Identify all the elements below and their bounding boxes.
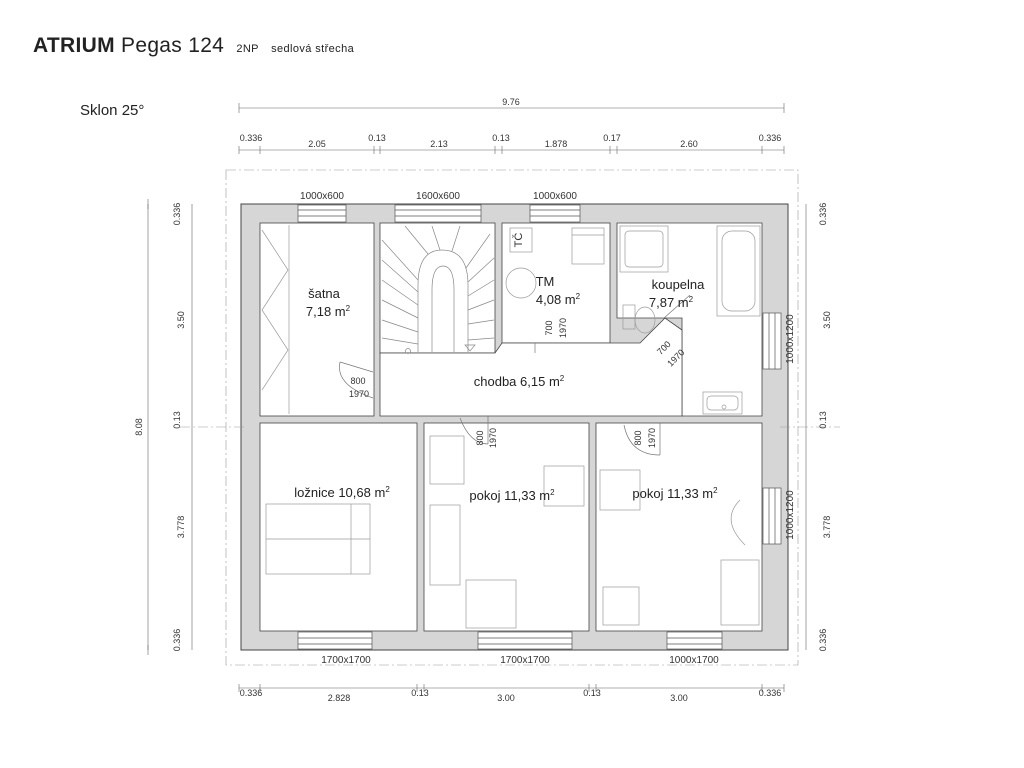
window-top-3 <box>529 204 581 223</box>
dim-right: 0.13 <box>818 411 828 429</box>
dim-right: 0.336 <box>818 203 828 226</box>
door-height-pokoj-2: 1970 <box>647 428 657 448</box>
dim-left: 0.13 <box>172 411 182 429</box>
heat-pump-label: TČ <box>512 233 525 248</box>
dim-bottom: 3.00 <box>497 693 515 703</box>
room-label-chodba: chodba 6,15 m2 <box>474 374 565 389</box>
window-label-bottom-3: 1000x1700 <box>669 655 719 666</box>
model-name: Pegas 124 <box>121 34 225 57</box>
floor-label: 2NP <box>236 43 259 55</box>
dim-top: 0.17 <box>603 133 621 143</box>
dim-top: 0.336 <box>759 133 782 143</box>
door-height-tm: 1970 <box>558 318 568 338</box>
door-height-satna: 1970 <box>349 389 369 399</box>
dim-right: 0.336 <box>818 629 828 652</box>
room-labels: šatna 7,18 m2 TM 4,08 m2 koupelna 7,87 m… <box>294 274 718 503</box>
dim-left: 3.50 <box>176 311 186 329</box>
door-swings <box>339 294 691 456</box>
dim-left: 0.336 <box>172 203 182 226</box>
dim-top: 0.13 <box>492 133 510 143</box>
staircase <box>381 225 495 354</box>
window-label-top-2: 1600x600 <box>416 191 460 202</box>
room-label-loznice: ložnice 10,68 m2 <box>294 485 390 500</box>
plan-title: ATRIUM Pegas 124 2NP sedlová střecha <box>33 34 354 58</box>
door-width-tm: 700 <box>544 320 554 335</box>
room-name-koupelna: koupelna <box>652 277 706 292</box>
dim-bottom: 0.336 <box>759 688 782 698</box>
dim-right: 3.778 <box>822 516 832 539</box>
dim-top: 0.336 <box>240 133 263 143</box>
room-label-pokoj-1: pokoj 11,33 m2 <box>469 488 555 503</box>
dimension-lines <box>147 103 840 692</box>
dim-bottom: 0.336 <box>240 688 263 698</box>
room-label-pokoj-2: pokoj 11,33 m2 <box>632 486 718 501</box>
window-labels: 1000x600 1600x600 1000x600 1700x1700 170… <box>300 191 796 666</box>
room-area-tm: 4,08 m2 <box>536 292 581 307</box>
roof-slope-label: Sklon 25° <box>80 102 145 119</box>
window-label-top-3: 1000x600 <box>533 191 577 202</box>
dim-right: 3.50 <box>822 311 832 329</box>
door-width-satna: 800 <box>350 376 365 386</box>
room-name-satna: šatna <box>308 286 341 301</box>
window-label-right-2: 1000x1200 <box>785 490 796 540</box>
roof-label: sedlová střecha <box>271 43 355 55</box>
dim-left: 3.778 <box>176 516 186 539</box>
furniture <box>261 225 761 629</box>
door-height-pokoj-1: 1970 <box>488 428 498 448</box>
door-width-pokoj-1: 800 <box>475 430 485 445</box>
dim-left-total: 8.08 <box>134 418 144 436</box>
window-right-2 <box>762 487 782 545</box>
room-area-koupelna: 7,87 m2 <box>649 295 694 310</box>
window-label-top-1: 1000x600 <box>300 191 344 202</box>
room-name-tm: TM <box>536 274 555 289</box>
door-width-pokoj-2: 800 <box>633 430 643 445</box>
windows <box>297 204 782 650</box>
dim-bottom: 0.13 <box>411 688 429 698</box>
room-area-satna: 7,18 m2 <box>306 304 351 319</box>
window-label-bottom-2: 1700x1700 <box>500 655 550 666</box>
dim-left: 0.336 <box>172 629 182 652</box>
dimension-labels: 9.76 0.336 2.05 0.13 2.13 0.13 1.878 0.1… <box>134 97 832 703</box>
dim-top: 2.13 <box>430 139 448 149</box>
window-label-bottom-1: 1700x1700 <box>321 655 371 666</box>
dim-top-total: 9.76 <box>502 97 520 107</box>
window-bottom-3 <box>666 631 723 650</box>
window-top-1 <box>297 204 347 223</box>
dim-top: 1.878 <box>545 139 568 149</box>
dim-top: 2.05 <box>308 139 326 149</box>
window-label-right-1: 1000x1200 <box>785 314 796 364</box>
brand-name: ATRIUM <box>33 34 115 57</box>
window-right-1 <box>762 312 782 370</box>
outer-walls <box>240 203 789 651</box>
dim-top: 0.13 <box>368 133 386 143</box>
dim-bottom: 0.13 <box>583 688 601 698</box>
dim-bottom: 2.828 <box>328 693 351 703</box>
dim-bottom: 3.00 <box>670 693 688 703</box>
window-bottom-1 <box>297 631 373 650</box>
dim-top: 2.60 <box>680 139 698 149</box>
window-bottom-2 <box>477 631 573 650</box>
window-top-2 <box>394 204 482 223</box>
